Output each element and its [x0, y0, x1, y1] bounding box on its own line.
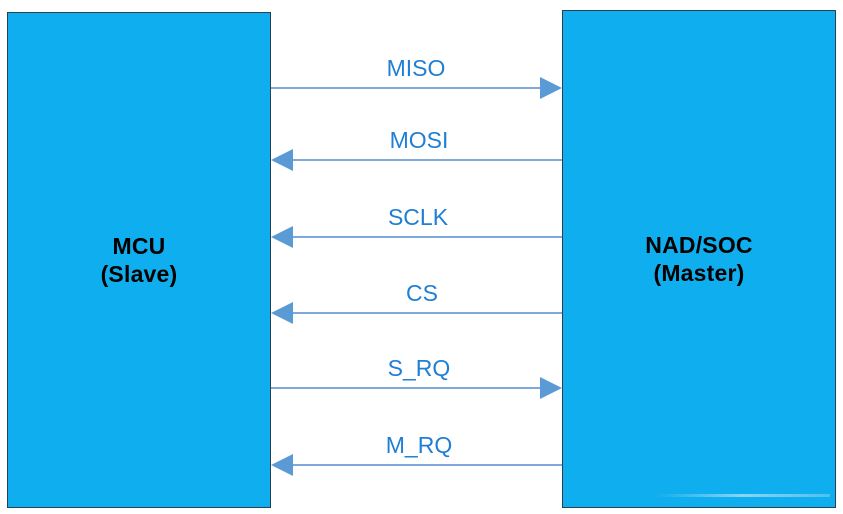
arrow-head-icon [540, 77, 562, 99]
signal-label-sclk: SCLK [387, 204, 449, 230]
signal-label-mosi: MOSI [389, 127, 449, 153]
node-nad-soc-role: (Master) [653, 260, 745, 286]
node-nad-soc-title: NAD/SOC [645, 231, 753, 258]
arrow-head-icon [271, 302, 293, 324]
node-mcu-role: (Slave) [100, 261, 178, 287]
node-nad-soc[interactable]: NAD/SOC (Master) [562, 10, 836, 508]
signal-label-cs: CS [406, 280, 438, 306]
node-mcu[interactable]: MCU (Slave) [7, 12, 271, 508]
arrow-head-icon [271, 149, 293, 171]
signal-label-s_rq: S_RQ [387, 355, 451, 381]
node-mcu-title: MCU [112, 232, 166, 259]
signal-label-m_rq: M_RQ [385, 432, 453, 458]
arrow-head-icon [271, 454, 293, 476]
arrow-head-icon [271, 226, 293, 248]
scan-artifact [655, 494, 830, 497]
arrow-head-icon [540, 377, 562, 399]
signal-label-miso: MISO [386, 55, 446, 81]
